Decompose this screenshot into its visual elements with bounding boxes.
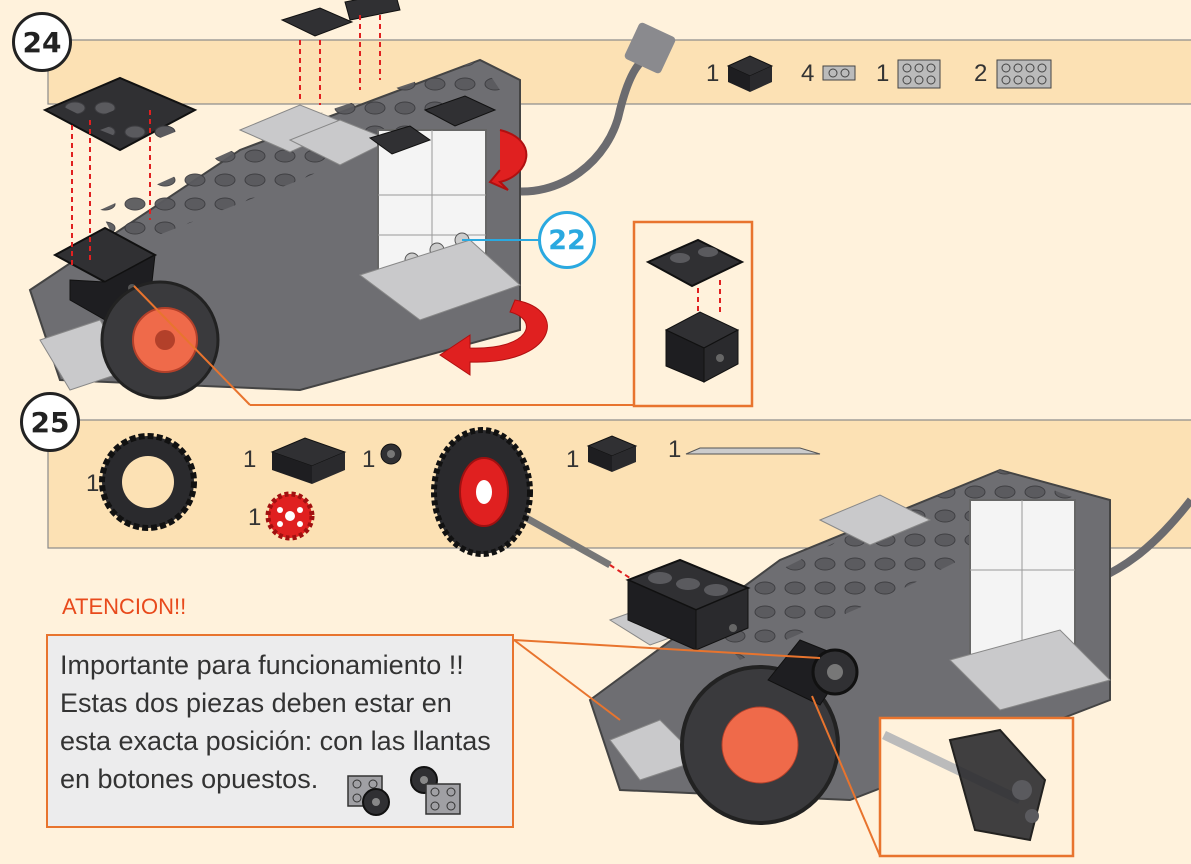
part-count: 1 <box>566 446 580 473</box>
part-brick-1x2-dark-icon <box>586 435 638 472</box>
part-count: 1 <box>362 446 376 473</box>
parts-list-step-25 <box>99 433 821 541</box>
detail-box-step-25 <box>878 716 1075 858</box>
step-number-badge: 25 <box>20 392 80 452</box>
part-count: 4 <box>801 60 815 87</box>
notice-line: Importante para funcionamiento !! <box>60 650 464 680</box>
part-count: 1 <box>86 470 100 497</box>
part-count: 1 <box>668 436 682 463</box>
part-count: 1 <box>876 60 890 87</box>
gear-position-icon <box>347 766 461 816</box>
rotate-arrow-top <box>488 129 528 191</box>
notice-box: Importante para funcionamiento !! Estas … <box>46 634 514 828</box>
part-brick-2x4-dark-icon <box>270 437 347 484</box>
parts-list-step-24 <box>726 55 1052 92</box>
part-tire-icon <box>99 433 197 531</box>
part-count: 1 <box>248 504 262 531</box>
usb-plug <box>624 22 676 74</box>
step-number-badge: 24 <box>12 12 72 72</box>
part-count: 1 <box>706 60 720 87</box>
part-gear-red-icon <box>265 491 315 541</box>
notice-line: esta exacta posición: con las llantas <box>60 726 491 756</box>
notice-line: en botones opuestos. <box>60 764 319 794</box>
part-plate-1x2-icon <box>822 65 856 81</box>
part-plate-2x4-icon <box>996 59 1052 89</box>
part-axle-icon <box>685 447 821 455</box>
notice-line: Estas dos piezas deben estar en <box>60 688 452 718</box>
part-count: 1 <box>243 446 257 473</box>
part-count: 2 <box>974 60 988 87</box>
callout-step-reference: 22 <box>538 211 596 269</box>
rotate-arrow-bottom <box>439 299 548 376</box>
detail-box-step-24 <box>632 220 754 408</box>
step-24-model <box>28 0 676 400</box>
attention-heading: ATENCION!! <box>62 594 187 619</box>
part-brick-1x2-dark-icon <box>726 55 774 92</box>
